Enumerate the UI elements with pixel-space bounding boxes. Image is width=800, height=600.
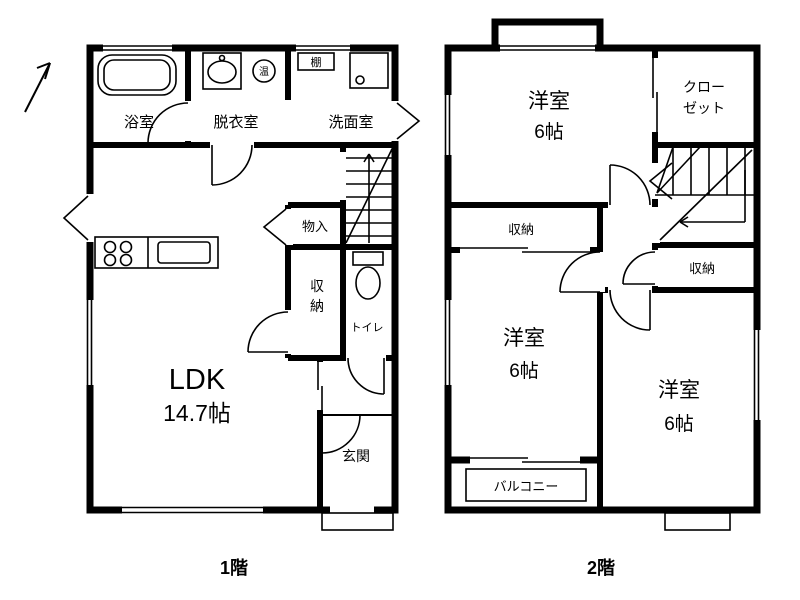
bathroom-door-arc	[147, 102, 189, 144]
water-heater-icon	[252, 59, 276, 83]
label-ldk-size: 14.7帖	[163, 400, 231, 426]
bedroom2-door-arc	[559, 251, 601, 293]
floor1-plan: 浴室 脱衣室 洗面室 棚 温 物入 収 納 トイレ LDK 14.7帖 玄関 1…	[62, 43, 421, 578]
label-storage-right: 収納	[689, 261, 715, 276]
floor1-fixtures	[94, 52, 395, 531]
stove-burner	[103, 240, 117, 254]
label-ldk: LDK	[169, 364, 226, 396]
balcony-rail	[465, 468, 587, 502]
toilet-door-arc	[347, 357, 385, 395]
north-arrow	[24, 62, 51, 113]
caption-floor1: 1階	[220, 558, 248, 578]
floor2-stairs	[655, 146, 757, 241]
label-balcony: バルコニー	[494, 479, 559, 494]
floor1-windows	[86, 45, 350, 514]
label-water-heater: 温	[259, 66, 269, 78]
washer-pan	[349, 52, 389, 89]
toilet-bowl	[355, 266, 381, 300]
label-bedroom2-size: 6帖	[509, 360, 539, 382]
storage-door-arc	[247, 311, 289, 353]
label-washroom: 洗面室	[328, 114, 373, 131]
label-bedroom1-size: 6帖	[534, 121, 564, 143]
floor2-openings	[443, 43, 762, 465]
bedroom3-door-arc	[609, 289, 651, 331]
ldk-left-door-icon	[62, 195, 89, 241]
entrance-door-arc	[321, 414, 361, 454]
bedroom1-door-arc	[609, 164, 651, 206]
label-shelf: 棚	[311, 55, 322, 69]
floor2-windows	[444, 45, 760, 463]
kitchen-sink	[157, 241, 211, 264]
label-closet-1: クロー	[683, 79, 725, 95]
floor2-labels: 洋室 6帖 クロー ゼット 収納 洋室 6帖 収納 洋室 6帖 バルコニー 2階	[494, 79, 725, 578]
caption-floor2: 2階	[587, 558, 615, 578]
stove-burner	[119, 253, 133, 267]
label-bedroom3: 洋室	[658, 379, 700, 402]
stove-burner	[119, 240, 133, 254]
label-bathroom: 浴室	[124, 114, 154, 131]
lower-roof	[664, 512, 731, 531]
dressing-door-arc	[211, 144, 253, 186]
label-entrance: 玄関	[342, 448, 370, 464]
floor1-labels: 浴室 脱衣室 洗面室 棚 温 物入 収 納 トイレ LDK 14.7帖 玄関 1…	[124, 55, 384, 578]
closet-door-icon	[262, 208, 287, 246]
floor1-inner-walls	[90, 48, 395, 510]
shelf-box	[297, 52, 335, 71]
label-toilet: トイレ	[351, 322, 384, 334]
floor1-openings	[85, 43, 400, 515]
floor2-extras	[465, 468, 731, 531]
label-bedroom2: 洋室	[503, 327, 545, 350]
label-bedroom1: 洋室	[528, 90, 570, 113]
floor1-door-arcs	[147, 102, 385, 454]
stove-burner	[103, 253, 117, 267]
entrance-porch	[321, 512, 394, 531]
bathtub	[97, 54, 177, 96]
label-storage-left: 収納	[508, 222, 534, 237]
floor2-plan: 洋室 6帖 クロー ゼット 収納 洋室 6帖 収納 洋室 6帖 バルコニー 2階	[443, 18, 762, 578]
label-dressing: 脱衣室	[213, 114, 258, 131]
storage-right-door-arc	[622, 251, 656, 285]
floor1-door-triangles	[62, 102, 421, 246]
label-storage-2: 納	[310, 298, 324, 314]
label-closet-2: ゼット	[683, 100, 725, 116]
label-bedroom3-size: 6帖	[664, 413, 694, 435]
toilet-tank	[352, 251, 384, 266]
floor1-stairs	[345, 148, 393, 244]
washroom-exterior-door-icon	[396, 102, 421, 140]
label-closet: 物入	[302, 219, 328, 234]
label-storage-1: 収	[310, 278, 324, 294]
